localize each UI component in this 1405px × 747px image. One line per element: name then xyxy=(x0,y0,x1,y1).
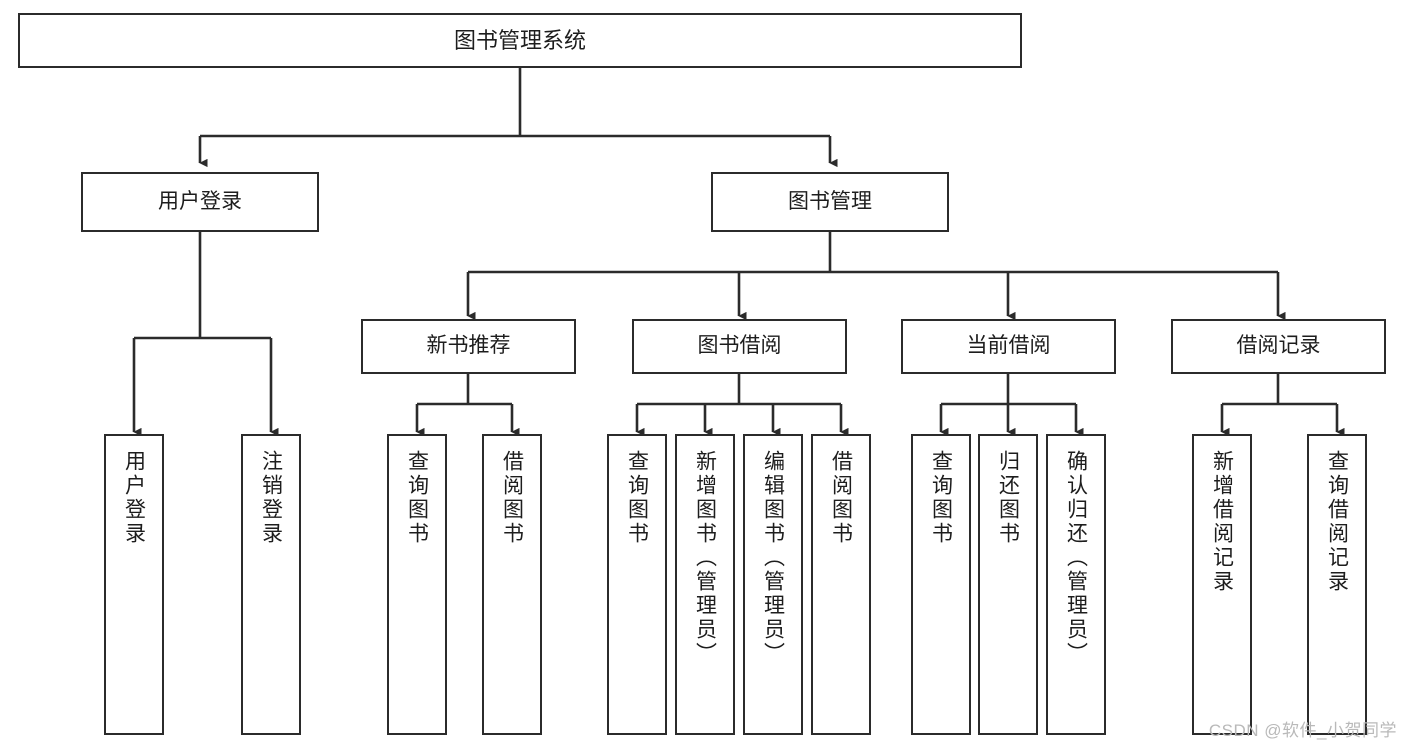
leaf-cb-query-books-label: 查询图书 xyxy=(929,450,953,546)
leaf-br-add-record[interactable]: 新增借阅记录 xyxy=(1192,434,1252,735)
leaf-logout-label: 注销登录 xyxy=(259,450,283,546)
leaf-logout[interactable]: 注销登录 xyxy=(241,434,301,735)
leaf-bb-borrow-books-label: 借阅图书 xyxy=(829,450,853,546)
node-new-book-recommendation-label: 新书推荐 xyxy=(426,334,511,358)
leaf-br-add-record-label: 新增借阅记录 xyxy=(1210,450,1234,594)
leaf-bb-borrow-books[interactable]: 借阅图书 xyxy=(811,434,871,735)
node-book-management[interactable]: 图书管理 xyxy=(711,172,949,232)
leaf-br-query-record[interactable]: 查询借阅记录 xyxy=(1307,434,1367,735)
node-root-book-management-system[interactable]: 图书管理系统 xyxy=(18,13,1022,68)
node-book-management-label: 图书管理 xyxy=(788,189,872,213)
node-user-login-label: 用户登录 xyxy=(158,189,242,213)
leaf-cb-return-books[interactable]: 归还图书 xyxy=(978,434,1038,735)
leaf-nbr-borrow-books-label: 借阅图书 xyxy=(500,450,524,546)
leaf-bb-query-books[interactable]: 查询图书 xyxy=(607,434,667,735)
leaf-bb-edit-book-admin[interactable]: 编辑图书（管理员） xyxy=(743,434,803,735)
leaf-cb-confirm-return-admin-label: 确认归还（管理员） xyxy=(1064,450,1088,666)
node-current-borrowing-label: 当前借阅 xyxy=(966,334,1051,358)
leaf-user-login-label: 用户登录 xyxy=(122,450,146,546)
leaf-cb-confirm-return-admin[interactable]: 确认归还（管理员） xyxy=(1046,434,1106,735)
node-borrowing-record[interactable]: 借阅记录 xyxy=(1171,319,1386,374)
node-user-login[interactable]: 用户登录 xyxy=(81,172,319,232)
node-new-book-recommendation[interactable]: 新书推荐 xyxy=(361,319,576,374)
leaf-nbr-query-books[interactable]: 查询图书 xyxy=(387,434,447,735)
csdn-watermark: CSDN @软件_小贺同学 xyxy=(1208,721,1397,740)
leaf-bb-add-book-admin-label: 新增图书（管理员） xyxy=(693,450,717,666)
leaf-cb-query-books[interactable]: 查询图书 xyxy=(911,434,971,735)
leaf-user-login[interactable]: 用户登录 xyxy=(104,434,164,735)
leaf-bb-query-books-label: 查询图书 xyxy=(625,450,649,546)
leaf-cb-return-books-label: 归还图书 xyxy=(996,450,1020,546)
leaf-nbr-borrow-books[interactable]: 借阅图书 xyxy=(482,434,542,735)
node-root-label: 图书管理系统 xyxy=(453,27,586,53)
leaf-bb-add-book-admin[interactable]: 新增图书（管理员） xyxy=(675,434,735,735)
node-borrowing-record-label: 借阅记录 xyxy=(1236,334,1321,358)
node-book-borrowing-label: 图书借阅 xyxy=(697,334,782,358)
node-current-borrowing[interactable]: 当前借阅 xyxy=(901,319,1116,374)
leaf-nbr-query-books-label: 查询图书 xyxy=(405,450,429,546)
node-book-borrowing[interactable]: 图书借阅 xyxy=(632,319,847,374)
leaf-br-query-record-label: 查询借阅记录 xyxy=(1325,450,1349,594)
leaf-bb-edit-book-admin-label: 编辑图书（管理员） xyxy=(761,450,785,666)
